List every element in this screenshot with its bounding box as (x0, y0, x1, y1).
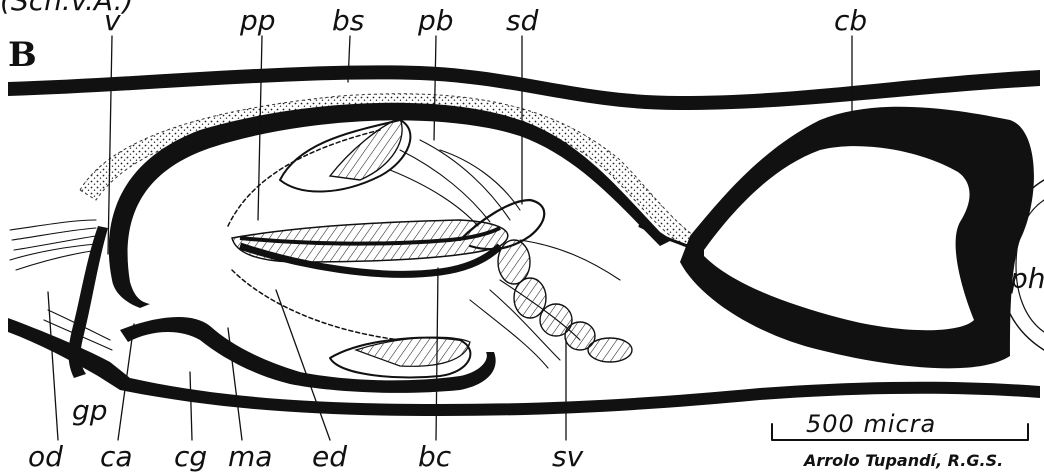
label-bc: bc (418, 440, 452, 473)
label-ma: ma (228, 440, 272, 473)
label-ed: ed (312, 440, 347, 473)
scale-bar-label: 500 micra (806, 410, 936, 438)
label-ph: ph (1009, 262, 1044, 295)
scale-bar: 500 micra (772, 410, 1028, 440)
illustrator-credit: Arrolo Tupandí, R.G.S. (802, 451, 1003, 470)
label-sv: sv (552, 440, 584, 473)
label-ca: ca (100, 440, 133, 473)
label-od: od (28, 440, 63, 473)
label-cb: cb (834, 4, 867, 37)
seminal-vesicle (498, 240, 632, 362)
label-v: v (104, 4, 121, 37)
label-cg: cg (174, 440, 207, 473)
label-bs: bs (332, 4, 364, 37)
label-pb: pb (417, 4, 454, 37)
label-gp: gp (72, 394, 108, 427)
label-pp: pp (239, 4, 276, 37)
panel-label: B (8, 35, 37, 75)
dorsal-body-wall (8, 65, 1040, 110)
label-sd: sd (506, 4, 539, 37)
penis-bulb-gland-lower (356, 337, 470, 366)
